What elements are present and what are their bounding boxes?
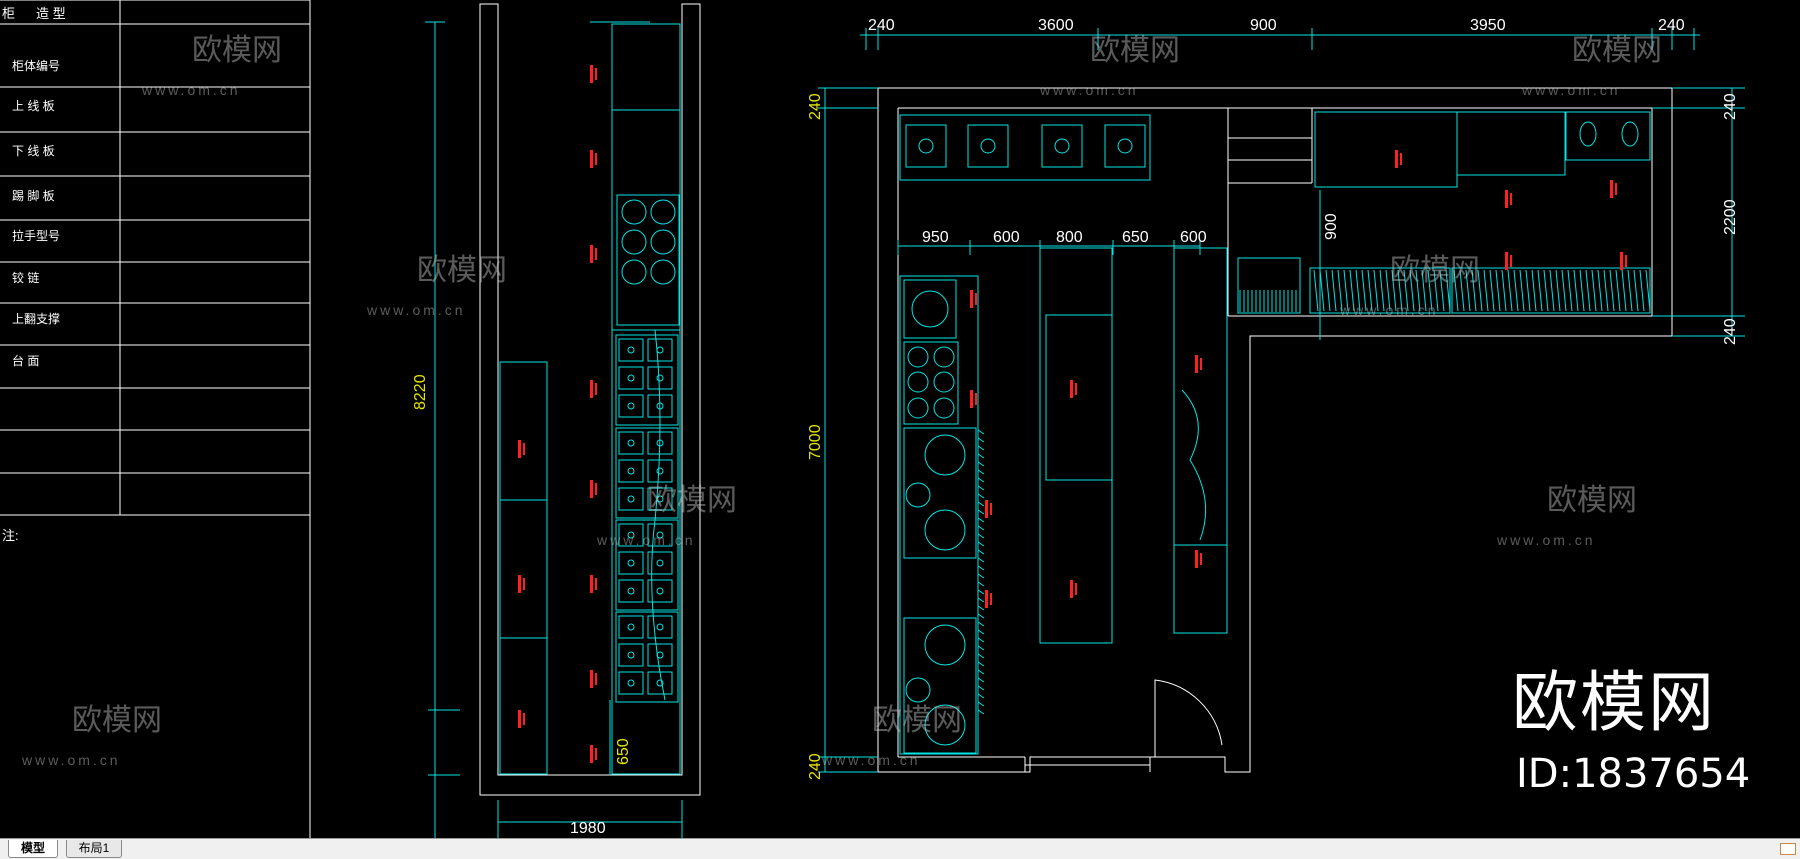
table-header-right: 造 型 <box>36 6 66 21</box>
dim-mid: 600 <box>993 229 1020 246</box>
tab-model[interactable]: 模型 <box>8 840 58 858</box>
schedule-table <box>0 0 311 838</box>
watermark-url: www.om.cn <box>21 752 121 768</box>
watermark-brand: 欧模网 <box>417 254 507 287</box>
watermark-layer: 欧模网 www.om.cn 欧模网 www.om.cn 欧模网 www.om.cn 欧模网 w… <box>21 34 1662 768</box>
dim-mid: 650 <box>1122 229 1149 246</box>
brand-id-text: ID:1837654 <box>1516 751 1751 797</box>
dim-left: 7000 <box>807 424 824 460</box>
dim-right: 2200 <box>1722 199 1739 235</box>
watermark-url: www.om.cn <box>596 532 696 548</box>
table-row-label: 上翻支撑 <box>12 311 60 326</box>
watermark-brand: 欧模网 <box>1572 34 1662 67</box>
watermark-brand: 欧模网 <box>647 484 737 517</box>
dim-right: 240 <box>1722 93 1739 120</box>
scrollbar-handle[interactable] <box>1780 843 1796 855</box>
table-row-label: 拉手型号 <box>12 228 60 243</box>
cabinet-elevation <box>425 3 701 838</box>
dim-top: 240 <box>1658 17 1685 34</box>
dim-left: 240 <box>807 93 824 120</box>
dim-elev-width: 1980 <box>570 820 606 837</box>
red-annotations <box>518 65 1627 763</box>
dim-mid: 600 <box>1180 229 1207 246</box>
watermark-url: www.om.cn <box>366 302 466 318</box>
dim-mid-900: 900 <box>1323 213 1340 240</box>
dim-elev-height: 8220 <box>412 374 429 410</box>
dim-top: 240 <box>868 17 895 34</box>
watermark-url: www.om.cn <box>1496 532 1596 548</box>
tab-layout-1[interactable]: 布局1 <box>66 840 122 858</box>
table-header-left: 柜 <box>2 6 15 21</box>
table-row-label: 台 面 <box>12 353 39 368</box>
watermark-brand: 欧模网 <box>192 34 282 67</box>
dim-top: 3600 <box>1038 17 1074 34</box>
table-row-label: 铰 链 <box>12 270 39 285</box>
dim-right: 240 <box>1722 318 1739 345</box>
dim-left: 240 <box>807 753 824 780</box>
watermark-url: www.om.cn <box>821 752 921 768</box>
layout-tab-bar: 模型 布局1 <box>0 838 1800 859</box>
watermark-brand: 欧模网 <box>872 704 962 737</box>
cad-drawing-canvas[interactable]: 柜 造 型 柜体编号 上 线 板 下 线 板 踢 脚 板 拉手型号 铰 链 上翻… <box>0 0 1800 838</box>
dim-top: 3950 <box>1470 17 1506 34</box>
watermark-url: www.om.cn <box>1339 302 1439 318</box>
kitchen-plan <box>818 28 1745 773</box>
watermark-brand: 欧模网 <box>1090 34 1180 67</box>
table-row-label: 上 线 板 <box>12 99 55 113</box>
table-note: 注: <box>2 528 19 543</box>
table-row-label: 踢 脚 板 <box>12 188 55 203</box>
table-row-label: 下 线 板 <box>12 144 55 158</box>
dim-mid: 950 <box>922 229 949 246</box>
watermark-brand: 欧模网 <box>72 704 162 737</box>
watermark-brand: 欧模网 <box>1390 254 1480 287</box>
dim-mid: 800 <box>1056 229 1083 246</box>
dim-top: 900 <box>1250 17 1277 34</box>
brand-logo-text: 欧模网 <box>1512 664 1716 741</box>
watermark-url: www.om.cn <box>141 82 241 98</box>
watermark-url: www.om.cn <box>1521 82 1621 98</box>
watermark-brand: 欧模网 <box>1547 484 1637 517</box>
table-row-label: 柜体编号 <box>12 58 60 73</box>
dim-elev-650: 650 <box>615 738 632 765</box>
watermark-url: www.om.cn <box>1039 82 1139 98</box>
